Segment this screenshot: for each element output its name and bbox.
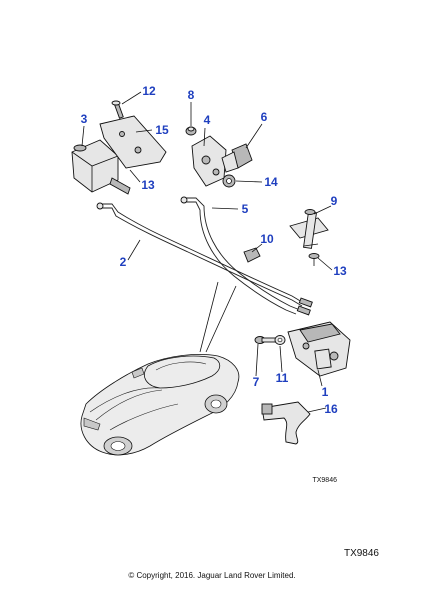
part-11-washer — [274, 335, 286, 345]
part-10-clip — [243, 247, 261, 263]
part-6-switch — [221, 143, 253, 173]
part-14-nut — [222, 174, 236, 188]
callout-6: 6 — [261, 110, 268, 124]
part-8-grommet — [185, 126, 197, 136]
callout-1: 1 — [322, 385, 329, 399]
callout-8: 8 — [188, 88, 195, 102]
callout-5: 5 — [242, 202, 249, 216]
callout-15: 15 — [155, 123, 169, 137]
car-pointer-lines — [199, 281, 237, 353]
part-1-latch — [287, 321, 351, 377]
part-13-screw — [308, 253, 320, 266]
callout-11: 11 — [276, 371, 289, 385]
part-15-bracket — [99, 115, 167, 169]
diagram-code-small: TX9846 — [312, 477, 337, 484]
part-4-lever — [191, 135, 227, 187]
car-illustration — [80, 354, 240, 456]
callouts: 12 8 3 4 6 15 13 14 5 9 10 2 13 7 11 1 1… — [81, 84, 347, 416]
callout-7: 7 — [253, 375, 260, 389]
callout-16: 16 — [324, 402, 338, 416]
callout-12: 12 — [142, 84, 156, 98]
leader-lines — [81, 91, 333, 413]
part-16-handle — [261, 401, 311, 445]
callout-10: 10 — [260, 232, 274, 246]
diagram-code-large: TX9846 — [344, 548, 379, 559]
callout-4: 4 — [204, 113, 211, 127]
cable-2 — [96, 202, 313, 308]
callout-13: 13 — [141, 178, 155, 192]
callout-13: 13 — [333, 264, 347, 278]
cable-5 — [180, 196, 311, 316]
part-9-striker — [289, 209, 329, 249]
part-7-bolt — [254, 336, 277, 344]
callout-14: 14 — [264, 175, 278, 189]
callout-9: 9 — [331, 194, 338, 208]
part-12-bolt — [111, 100, 124, 119]
copyright-notice: © Copyright, 2016. Jaguar Land Rover Lim… — [128, 571, 295, 580]
callout-2: 2 — [120, 255, 127, 269]
part-3-actuator — [71, 139, 131, 195]
callout-3: 3 — [81, 112, 88, 126]
